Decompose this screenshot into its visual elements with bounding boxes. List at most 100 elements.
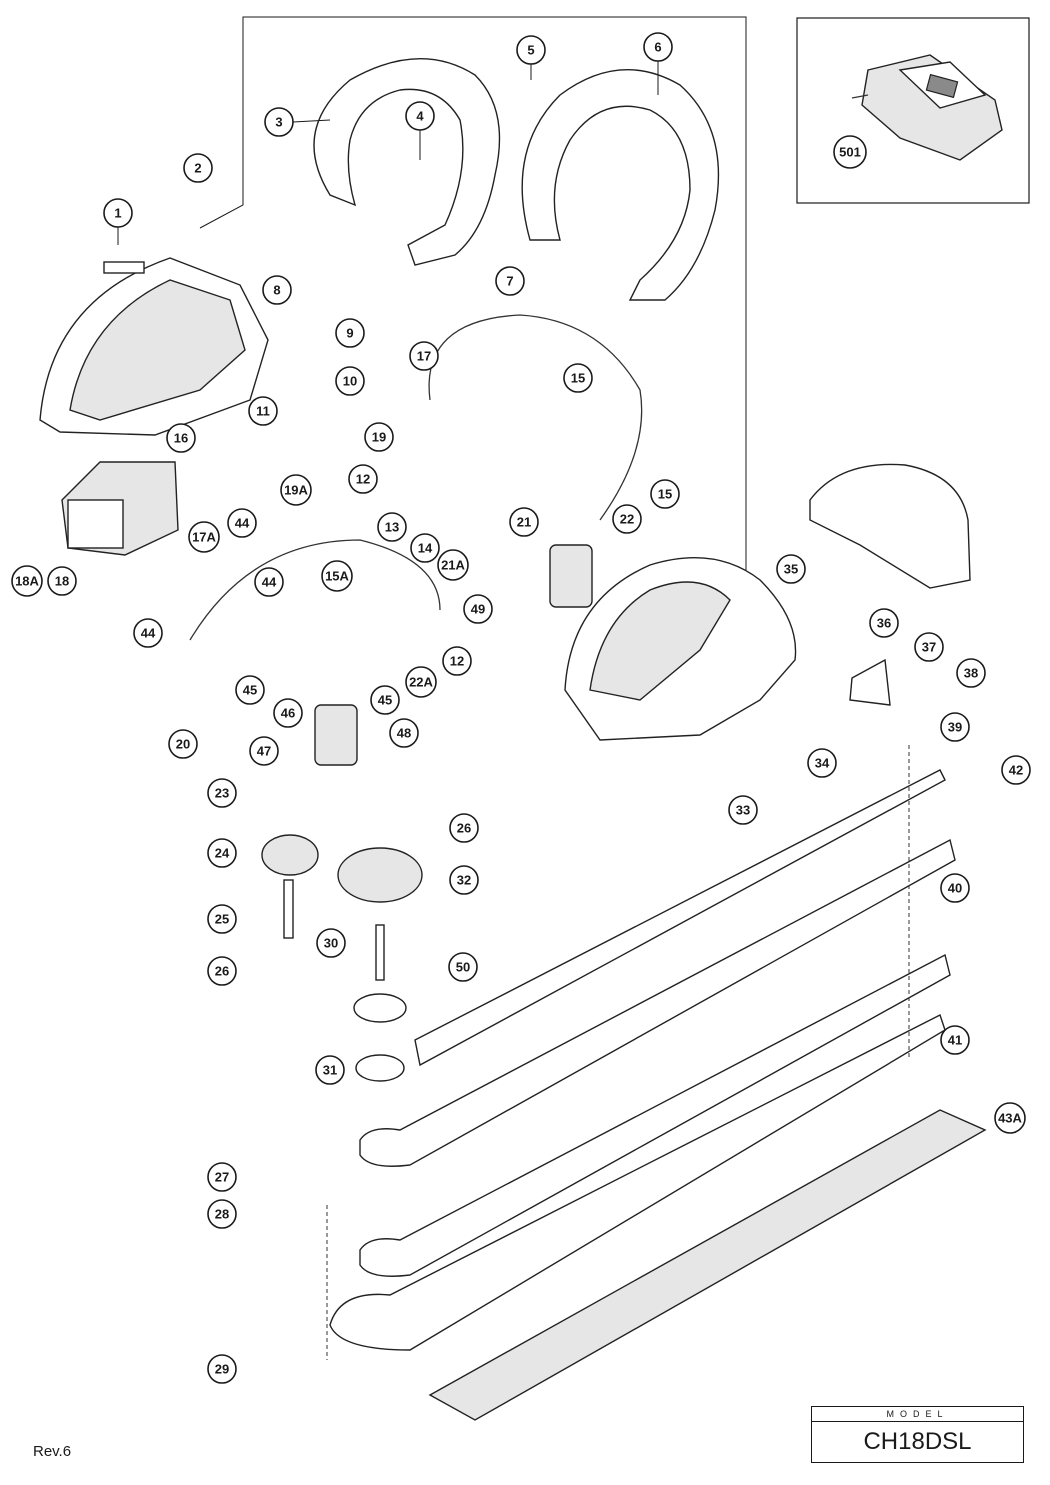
svg-text:22: 22 — [620, 512, 634, 527]
svg-text:14: 14 — [418, 541, 433, 556]
svg-text:23: 23 — [215, 786, 229, 801]
svg-text:12: 12 — [450, 654, 464, 669]
callout-22A: 22A — [405, 666, 437, 698]
main-housing-illustration — [564, 463, 971, 741]
svg-text:50: 50 — [456, 960, 470, 975]
callout-45a: 45 — [235, 675, 265, 705]
revision-label: Rev.6 — [33, 1443, 72, 1460]
callout-29: 29 — [207, 1354, 237, 1384]
svg-text:8: 8 — [273, 283, 280, 298]
callout-40: 40 — [940, 873, 970, 903]
callout-14: 14 — [410, 533, 440, 563]
callout-28: 28 — [207, 1199, 237, 1229]
callout-36: 36 — [869, 608, 899, 638]
svg-text:4: 4 — [416, 109, 424, 124]
handle-illustrations — [313, 58, 720, 301]
svg-text:1: 1 — [114, 206, 121, 221]
callout-3: 3 — [264, 107, 294, 137]
callout-13: 13 — [377, 512, 407, 542]
callout-32: 32 — [449, 865, 479, 895]
svg-text:3: 3 — [275, 115, 282, 130]
svg-text:19A: 19A — [284, 483, 308, 498]
svg-text:32: 32 — [457, 873, 471, 888]
svg-text:9: 9 — [346, 326, 353, 341]
callout-10: 10 — [335, 366, 365, 396]
svg-text:21A: 21A — [441, 558, 465, 573]
svg-text:28: 28 — [215, 1207, 229, 1222]
callout-50: 50 — [448, 952, 478, 982]
callout-19: 19 — [364, 422, 394, 452]
callout-30: 30 — [316, 928, 346, 958]
svg-text:43A: 43A — [998, 1111, 1022, 1126]
svg-text:34: 34 — [815, 756, 830, 771]
callout-2: 2 — [183, 153, 213, 183]
callout-34: 34 — [807, 748, 837, 778]
svg-text:15A: 15A — [325, 569, 349, 584]
svg-text:21: 21 — [517, 515, 531, 530]
svg-text:18: 18 — [55, 574, 69, 589]
svg-text:5: 5 — [527, 43, 534, 58]
charger-illustration — [851, 54, 1003, 161]
callout-26b: 26 — [207, 956, 237, 986]
callout-16: 16 — [166, 423, 196, 453]
callout-21A: 21A — [437, 549, 469, 581]
svg-text:17A: 17A — [192, 530, 216, 545]
callout-9: 9 — [335, 318, 365, 348]
callout-20: 20 — [168, 729, 198, 759]
callout-31: 31 — [315, 1055, 345, 1085]
callout-49: 49 — [463, 594, 493, 624]
svg-text:26: 26 — [215, 964, 229, 979]
svg-text:25: 25 — [215, 912, 229, 927]
callout-39: 39 — [940, 712, 970, 742]
callout-17A: 17A — [188, 521, 220, 553]
callout-45b: 45 — [370, 685, 400, 715]
assembly-frame-lines — [199, 16, 1030, 570]
callout-33: 33 — [728, 795, 758, 825]
svg-text:6: 6 — [654, 40, 661, 55]
svg-text:35: 35 — [784, 562, 798, 577]
callout-11: 11 — [248, 396, 278, 426]
callout-12b: 12 — [442, 646, 472, 676]
callout-1: 1 — [103, 198, 133, 228]
callout-35: 35 — [776, 554, 806, 584]
svg-text:40: 40 — [948, 881, 962, 896]
svg-text:24: 24 — [215, 846, 230, 861]
callout-5: 5 — [516, 35, 546, 65]
callout-15b: 15 — [650, 479, 680, 509]
callout-44b: 44 — [254, 567, 284, 597]
svg-text:16: 16 — [174, 431, 188, 446]
svg-text:37: 37 — [922, 640, 936, 655]
svg-text:41: 41 — [948, 1033, 962, 1048]
model-label: MODEL — [812, 1407, 1023, 1422]
svg-text:44: 44 — [262, 575, 277, 590]
callout-24: 24 — [207, 838, 237, 868]
motor-illustrations — [189, 314, 643, 766]
svg-text:12: 12 — [356, 472, 370, 487]
svg-text:2: 2 — [194, 161, 201, 176]
svg-text:44: 44 — [141, 626, 156, 641]
svg-text:39: 39 — [948, 720, 962, 735]
svg-text:22A: 22A — [409, 675, 433, 690]
callout-27: 27 — [207, 1162, 237, 1192]
svg-text:19: 19 — [372, 430, 386, 445]
callout-48: 48 — [389, 718, 419, 748]
svg-text:29: 29 — [215, 1362, 229, 1377]
svg-text:501: 501 — [839, 145, 861, 160]
callout-17: 17 — [409, 341, 439, 371]
svg-text:48: 48 — [397, 726, 411, 741]
callout-42: 42 — [1001, 755, 1031, 785]
callout-23: 23 — [207, 778, 237, 808]
svg-text:17: 17 — [417, 349, 431, 364]
callout-43A: 43A — [994, 1102, 1026, 1134]
callout-15a: 15 — [563, 363, 593, 393]
callout-44a: 44 — [227, 508, 257, 538]
callout-7: 7 — [495, 266, 525, 296]
callout-44c: 44 — [133, 618, 163, 648]
svg-text:46: 46 — [281, 706, 295, 721]
svg-text:7: 7 — [506, 274, 513, 289]
callout-38: 38 — [956, 658, 986, 688]
svg-text:11: 11 — [256, 404, 270, 419]
svg-text:26: 26 — [457, 821, 471, 836]
model-value: CH18DSL — [863, 1428, 972, 1455]
